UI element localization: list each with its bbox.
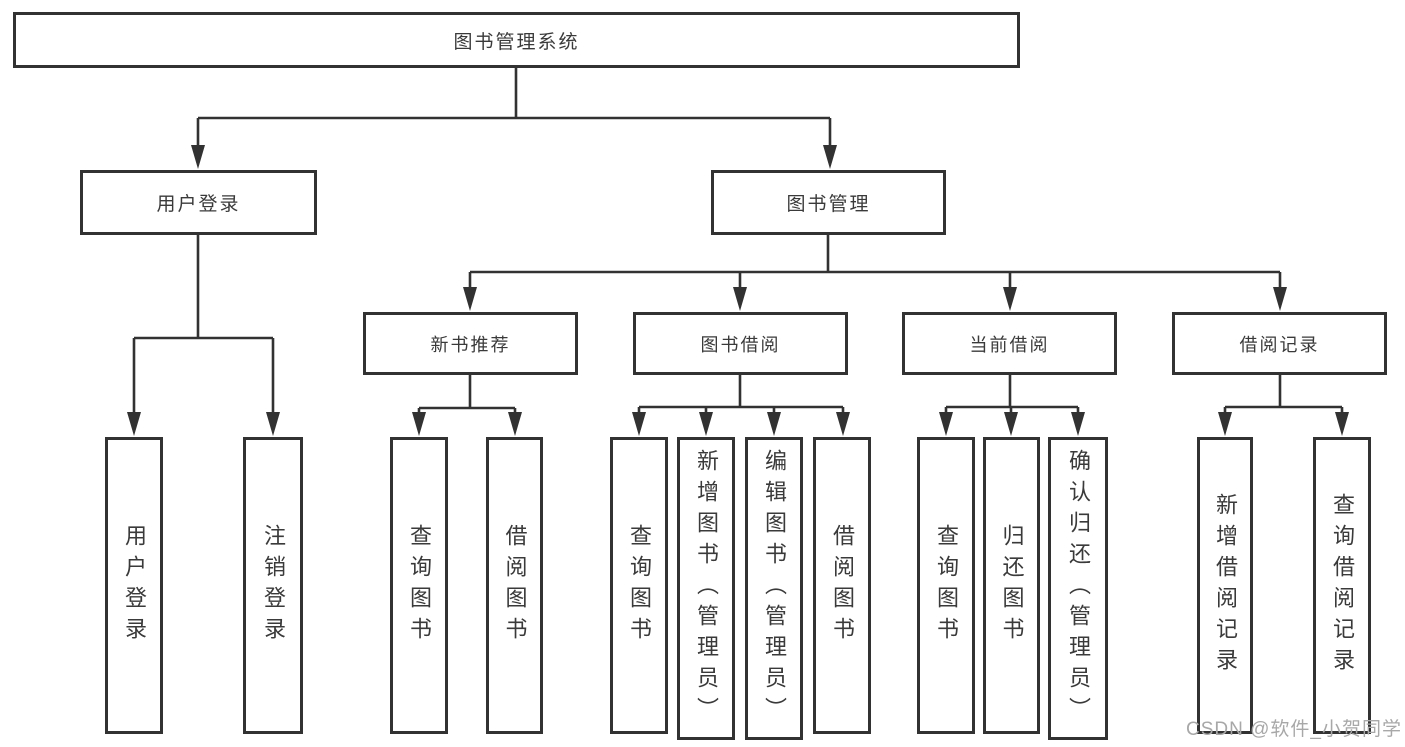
node-label: 图书管理 — [786, 194, 871, 215]
leaf-user-login: 用户登录 — [105, 437, 163, 734]
node-user-login: 用户登录 — [80, 170, 317, 235]
leaf-query-borrow-record: 查询借阅记录 — [1313, 437, 1371, 734]
arrowheads — [127, 145, 1349, 436]
node-label: 图书借阅 — [700, 334, 781, 355]
node-label: 用户登录 — [122, 523, 147, 648]
leaf-borrow-books: 借阅图书 — [813, 437, 871, 734]
node-label: 借阅图书 — [502, 523, 528, 648]
connector-book-borrow-to-leaves — [637, 375, 845, 413]
node-label: 用户登录 — [156, 194, 241, 215]
node-label: 新增图书（管理员） — [694, 449, 719, 728]
node-current-borrow: 当前借阅 — [902, 312, 1117, 375]
leaf-confirm-return-admin: 确认归还（管理员） — [1048, 437, 1108, 740]
connector-user-login-to-leaves — [132, 235, 275, 413]
node-label: 借阅图书 — [830, 523, 855, 648]
csdn-watermark: CSDN @软件_小贺同学 — [1186, 719, 1402, 740]
node-label: 新增借阅记录 — [1213, 492, 1238, 679]
node-borrow-record: 借阅记录 — [1172, 312, 1387, 375]
leaf-logout: 注销登录 — [243, 437, 303, 734]
node-book-borrow: 图书借阅 — [633, 312, 848, 375]
connector-new-book-to-leaves — [417, 375, 517, 413]
node-label: 图书管理系统 — [453, 31, 580, 53]
leaf-add-books-admin: 新增图书（管理员） — [677, 437, 735, 740]
node-label: 借阅记录 — [1239, 334, 1320, 355]
connector-root-to-level2 — [196, 68, 832, 147]
leaf-query-books-current: 查询图书 — [917, 437, 975, 734]
node-label: 查询图书 — [407, 523, 432, 648]
node-label: 编辑图书（管理员） — [762, 449, 787, 728]
leaf-return-books: 归还图书 — [983, 437, 1040, 734]
leaf-query-books-newbook: 查询图书 — [390, 437, 448, 734]
connector-borrow-record-to-leaves — [1223, 375, 1344, 413]
node-label: 确认归还（管理员） — [1066, 449, 1091, 728]
leaf-borrow-books-newbook: 借阅图书 — [486, 437, 543, 734]
node-label: 归还图书 — [999, 523, 1025, 648]
node-label: 查询图书 — [934, 523, 959, 648]
node-root-library-management-system: 图书管理系统 — [13, 12, 1020, 68]
node-label: 注销登录 — [261, 523, 286, 648]
node-new-book-recommend: 新书推荐 — [363, 312, 578, 375]
node-label: 查询图书 — [627, 523, 652, 648]
leaf-edit-books-admin: 编辑图书（管理员） — [745, 437, 803, 740]
connector-book-management-to-level3 — [468, 235, 1282, 289]
node-label: 当前借阅 — [969, 334, 1050, 355]
leaf-add-borrow-record: 新增借阅记录 — [1197, 437, 1253, 734]
connector-current-borrow-to-leaves — [944, 375, 1080, 413]
node-book-management: 图书管理 — [711, 170, 946, 235]
node-label: 查询借阅记录 — [1330, 492, 1355, 679]
node-label: 新书推荐 — [430, 334, 511, 355]
leaf-query-books-borrow: 查询图书 — [610, 437, 668, 734]
